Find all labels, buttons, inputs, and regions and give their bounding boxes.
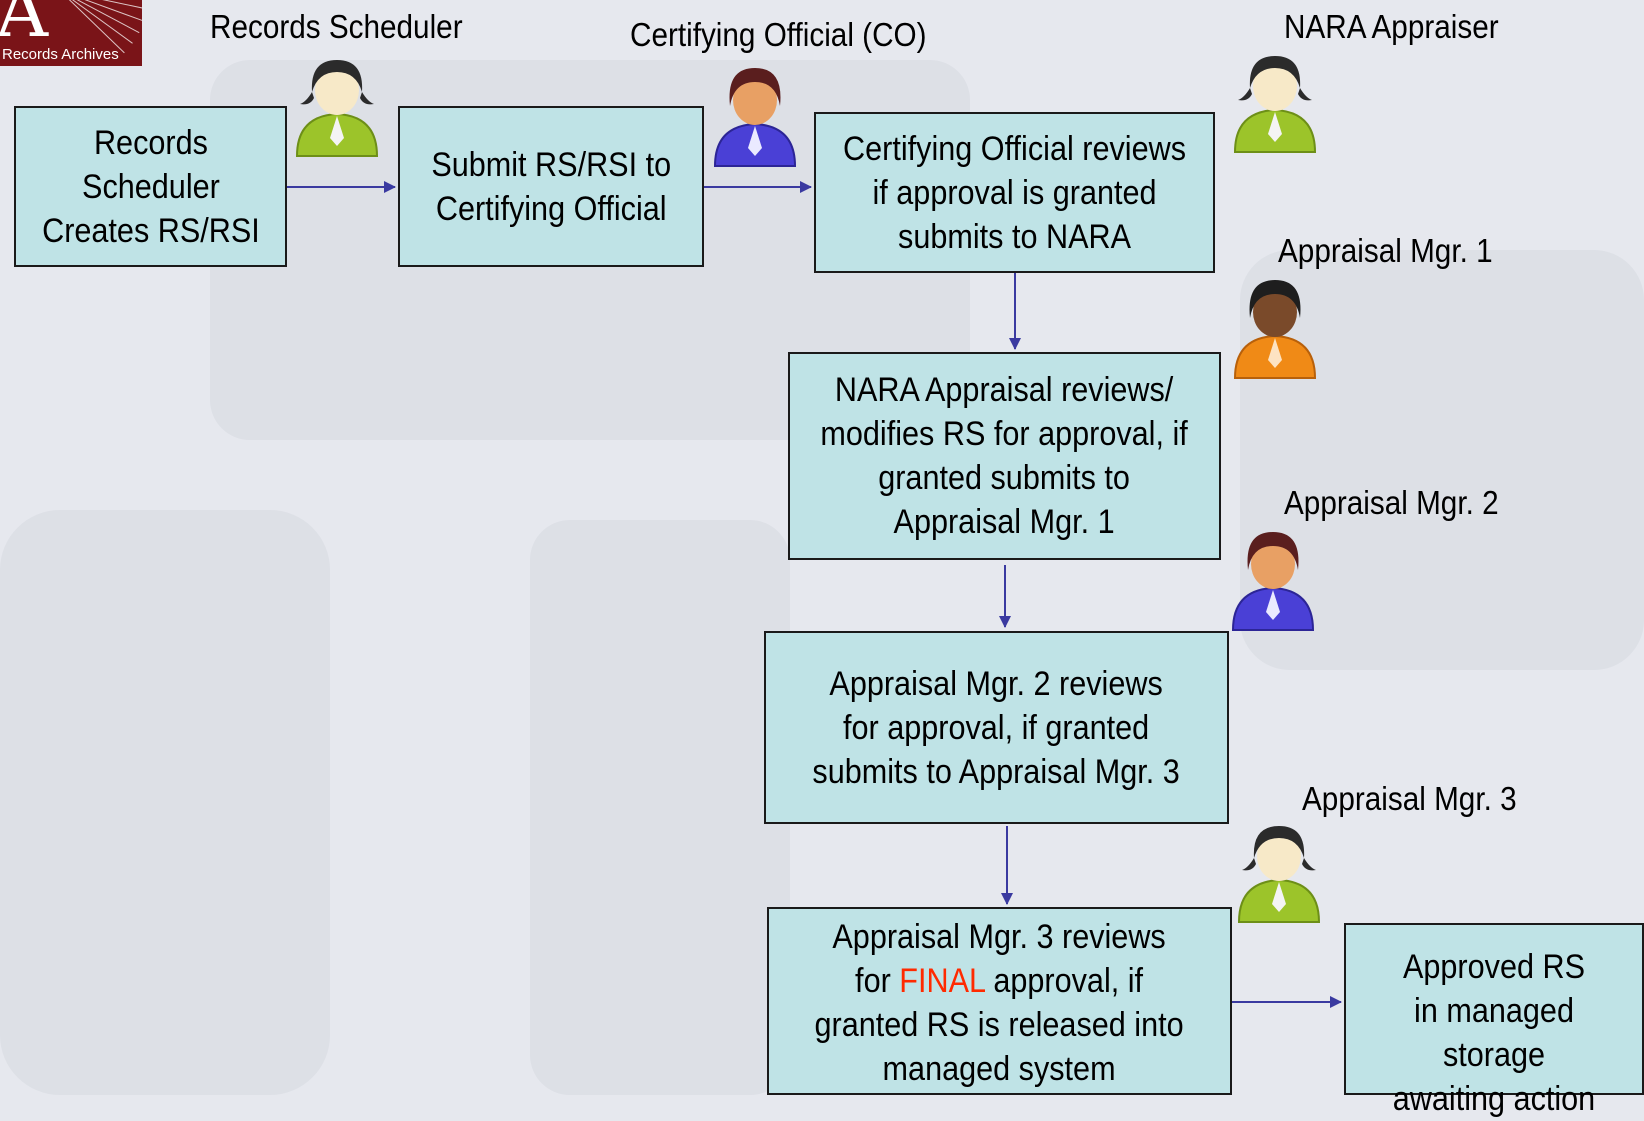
step-text-line: Scheduler (81, 167, 220, 206)
step-text-pre: for (855, 962, 900, 1000)
step-box-create: Records Scheduler Creates RS/RSI (14, 106, 287, 267)
step-text-line: Certifying Official reviews (843, 129, 1186, 168)
background-shape (1240, 250, 1644, 670)
female-user-green-icon (1233, 56, 1317, 153)
step-box-mgr2-review: Appraisal Mgr. 2 reviews for approval, i… (764, 631, 1229, 824)
role-label-appraisal-mgr-2: Appraisal Mgr. 2 (1284, 484, 1499, 521)
step-box-co-review: Certifying Official reviews if approval … (814, 112, 1215, 273)
logo-glyph: A (0, 0, 48, 53)
step-text-post: approval, if (985, 962, 1144, 1000)
step-text-line: Submit RS/RSI to (431, 145, 671, 184)
step-text-line: awaiting action (1392, 1080, 1596, 1118)
step-text-line: Creates RS/RSI (41, 211, 260, 250)
step-text-line: modifies RS for approval, if (820, 415, 1189, 453)
step-text-line: NARA Appraisal reviews/ (835, 371, 1174, 409)
step-box-nara-review: NARA Appraisal reviews/ modifies RS for … (788, 352, 1221, 560)
female-user-green-icon (295, 60, 379, 157)
role-label-nara-appraiser: NARA Appraiser (1284, 8, 1499, 45)
step-text-line: Appraisal Mgr. 1 (893, 503, 1116, 541)
logo-caption: Records Archives (2, 46, 119, 63)
flow-arrows (287, 181, 1342, 1008)
step-text-line: in managed storage (1414, 992, 1574, 1074)
background-shape (530, 520, 790, 1095)
step-text-line: managed system (882, 1050, 1117, 1088)
female-user-blue-icon (1231, 532, 1315, 631)
final-emphasis-text: FINAL (899, 962, 986, 1000)
step-text-line: for approval, if granted (843, 708, 1150, 747)
role-label-appraisal-mgr-3: Appraisal Mgr. 3 (1302, 780, 1517, 817)
female-user-green-icon (1237, 826, 1321, 923)
step-text-line: Certifying Official (435, 189, 667, 228)
step-text-line: submits to NARA (898, 217, 1131, 256)
step-text-line: granted submits to (878, 459, 1131, 497)
step-box-approved: Approved RS in managed storage awaiting … (1344, 923, 1644, 1118)
step-text-line: granted RS is released into (814, 1006, 1185, 1044)
step-box-submit: Submit RS/RSI to Certifying Official (398, 106, 704, 267)
role-label-certifying-official: Certifying Official (CO) (630, 16, 927, 53)
step-box-mgr3-review: Appraisal Mgr. 3 reviews for FINAL appro… (767, 907, 1232, 1095)
nara-logo: A Records Archives (0, 0, 142, 66)
step-text-line: Appraisal Mgr. 2 reviews (829, 664, 1164, 703)
step-text-line: Approved RS (1402, 948, 1585, 986)
female-user-orange-icon (1233, 280, 1317, 379)
role-label-records-scheduler: Records Scheduler (210, 8, 463, 45)
step-text-line: submits to Appraisal Mgr. 3 (812, 752, 1181, 791)
step-text-line: Records (93, 123, 208, 162)
female-user-blue-icon (713, 68, 797, 167)
step-text-line: if approval is granted (872, 173, 1157, 212)
step-text-line: Appraisal Mgr. 3 reviews (832, 918, 1167, 956)
background-shape (0, 510, 330, 1095)
role-label-appraisal-mgr-1: Appraisal Mgr. 1 (1278, 232, 1493, 269)
